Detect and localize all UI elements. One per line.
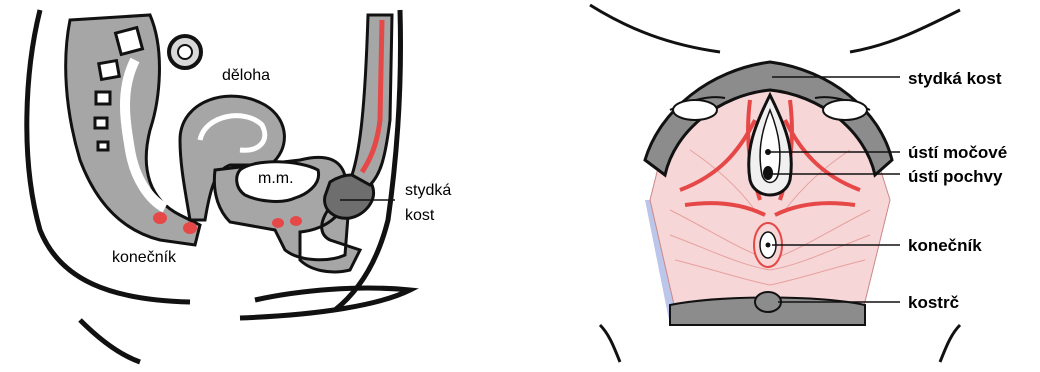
left-thigh-outline (590, 5, 720, 52)
label-pubic-bone-line2: kost (405, 207, 435, 224)
right-buttock-outline (940, 325, 960, 362)
label-urethral-opening: ústí močové (908, 143, 1007, 162)
label-rectum: konečník (112, 249, 177, 266)
urethral-sphincter-2 (290, 216, 302, 226)
label-vaginal-opening: ústí pochvy (908, 167, 1003, 186)
coccyx (755, 292, 781, 312)
sagittal-pelvis-diagram: děloha m.m. stydká kost konečník (0, 0, 520, 367)
label-uterus: děloha (222, 67, 270, 84)
pelvic-floor-diagram: stydká kost ústí močové ústí pochvy kone… (520, 0, 1040, 367)
sagittal-pelvis-svg: děloha m.m. stydká kost konečník (0, 0, 520, 367)
leg-outline (80, 320, 140, 362)
vaginal-opening (763, 166, 773, 180)
right-thigh-outline (850, 10, 960, 52)
thigh-outline (240, 288, 410, 318)
label-coccyx: kostrč (908, 293, 959, 312)
pelvic-floor-svg: stydká kost ústí močové ústí pochvy kone… (520, 0, 1040, 367)
label-pubic-bone: stydká kost (908, 69, 1002, 88)
label-bladder: m.m. (258, 170, 294, 187)
obturator-foramen-right (823, 100, 867, 120)
urethral-sphincter-1 (272, 218, 284, 228)
anal-sphincter-1 (153, 212, 167, 224)
abdominal-wall (352, 15, 392, 185)
label-pubic-bone-line1: stydká (405, 182, 451, 199)
anal-sphincter-2 (183, 222, 197, 234)
label-anus: konečník (908, 236, 982, 255)
left-buttock-outline (600, 325, 620, 362)
obturator-foramen-left (673, 100, 717, 120)
